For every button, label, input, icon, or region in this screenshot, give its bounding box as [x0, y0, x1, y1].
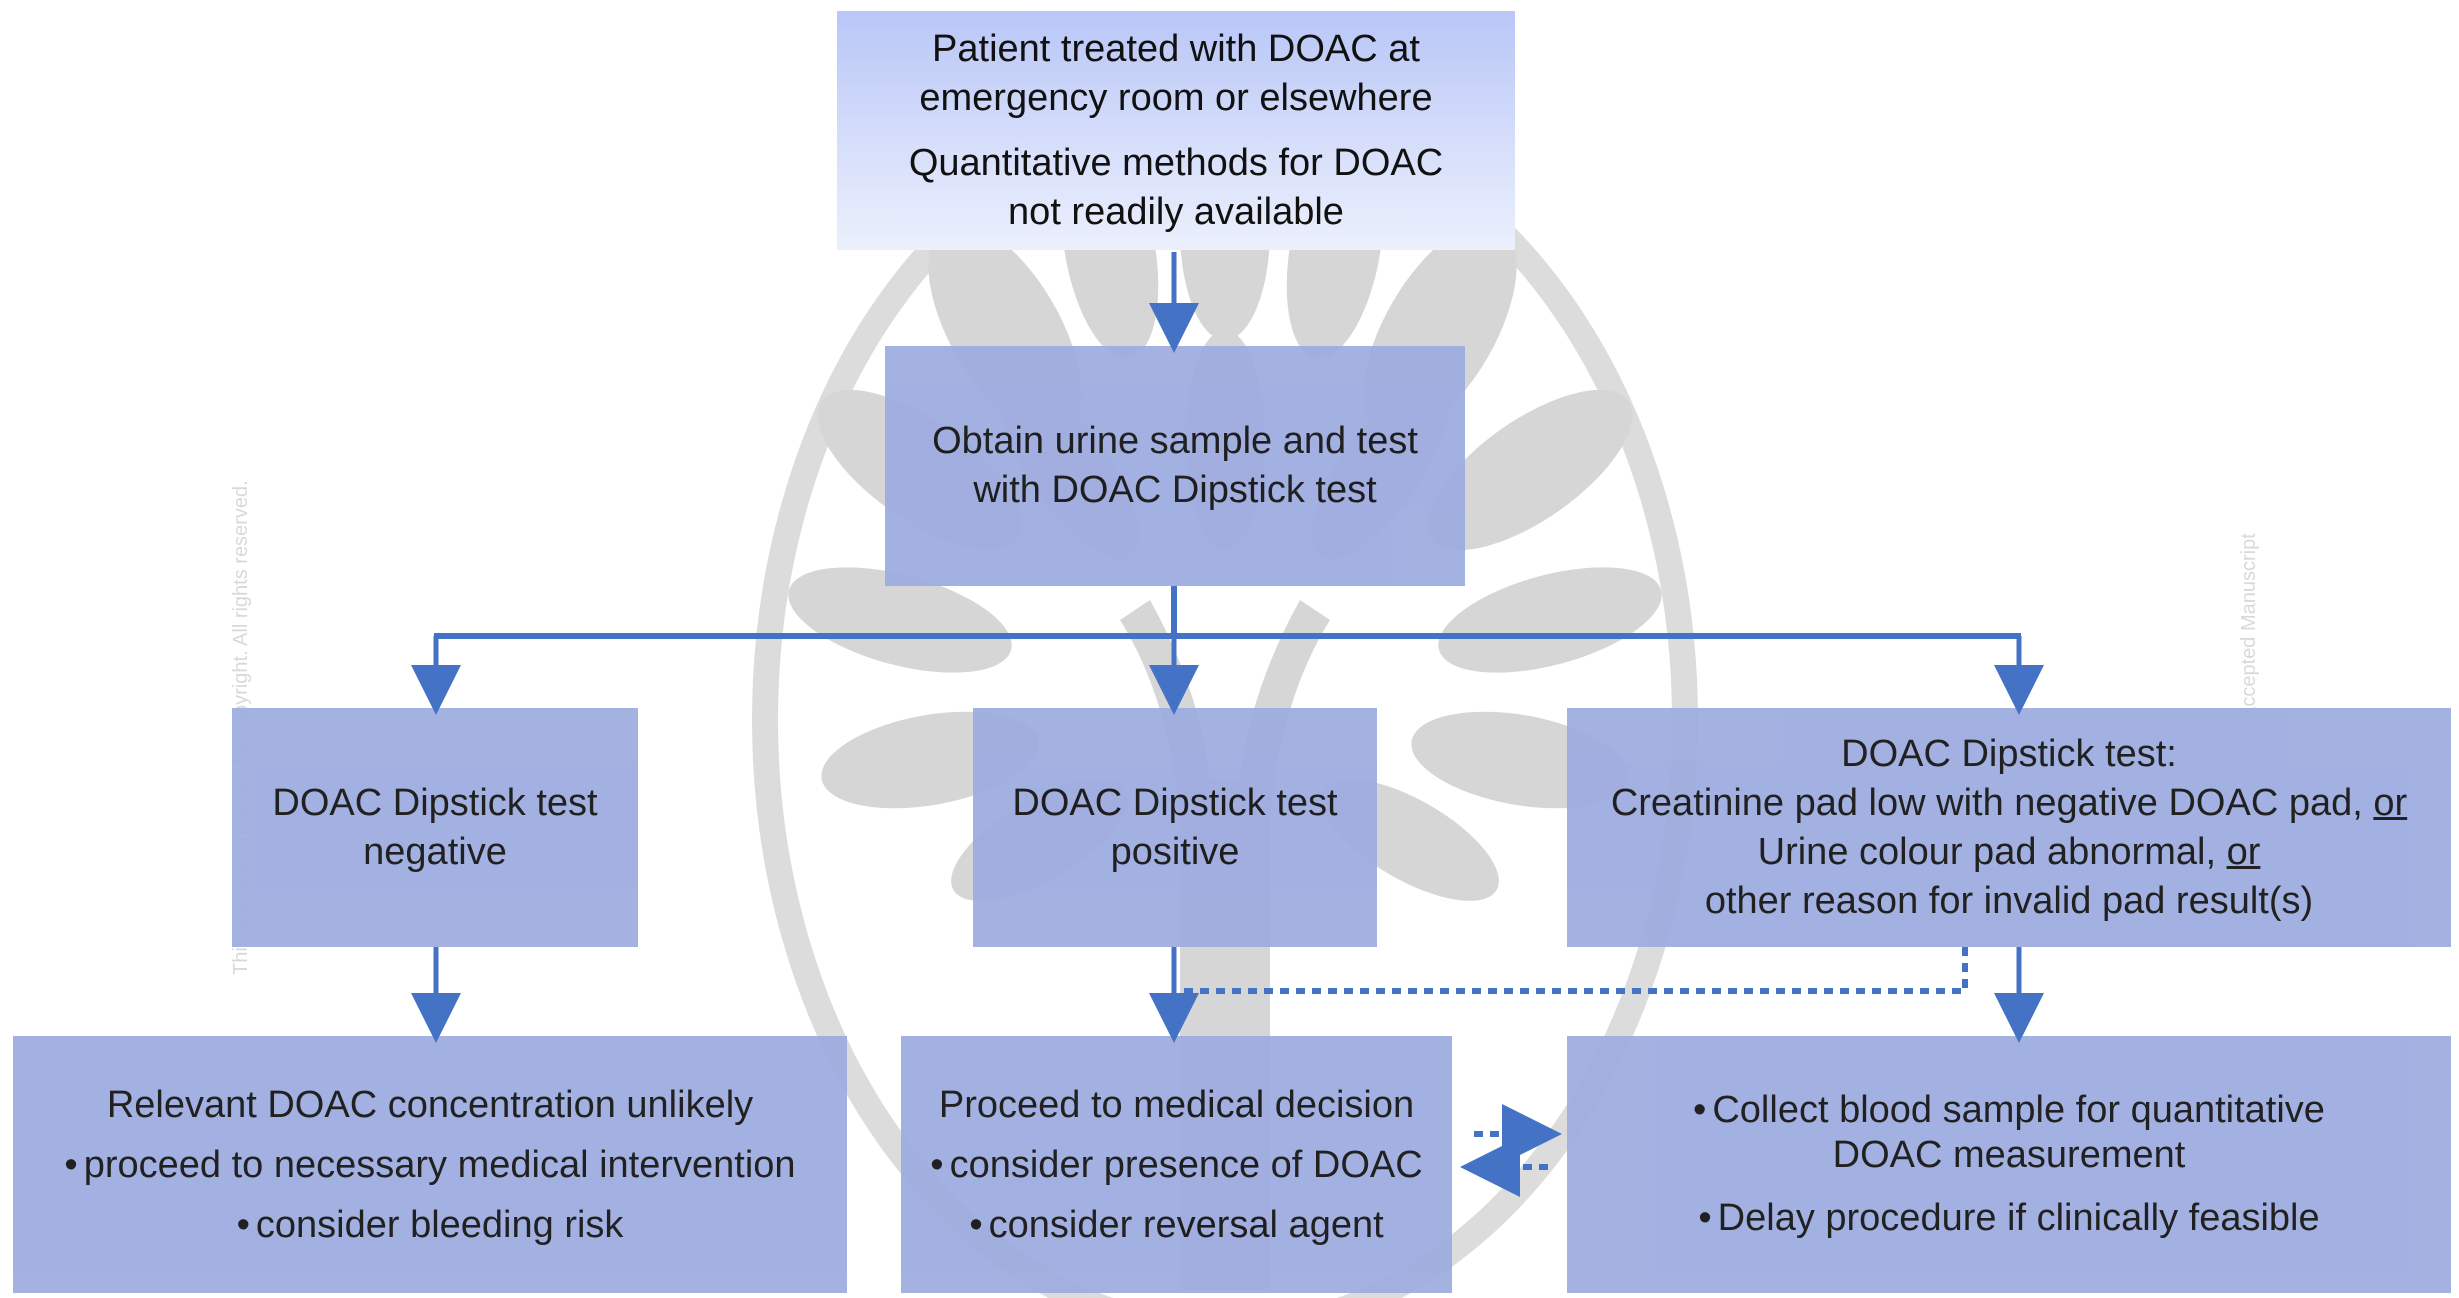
negative-line-2: negative [363, 830, 507, 873]
invalid-line-3-or: or [2226, 830, 2261, 873]
start-line-1: Patient treated with DOAC at [932, 27, 1420, 70]
invalid-line-3-text: Urine colour pad abnormal, [1757, 830, 2227, 873]
decision-bullet-1: consider presence of DOAC [930, 1135, 1423, 1195]
urine-test-box: Obtain urine sample and test with DOAC D… [885, 346, 1465, 586]
invalid-line-1: DOAC Dipstick test: [1841, 732, 2177, 775]
negative-result-box: DOAC Dipstick test negative [232, 708, 638, 947]
dotted-link-invalid-to-decision [1180, 947, 1968, 994]
invalid-line-2-or: or [2373, 781, 2408, 824]
blood-bullet-1-line-1: Collect blood sample for quantitative [1693, 1088, 2325, 1133]
invalid-line-2: Creatinine pad low with negative DOAC pa… [1611, 779, 2407, 828]
invalid-line-4: other reason for invalid pad result(s) [1704, 879, 2314, 922]
decision-bullet-2: consider reversal agent [969, 1195, 1384, 1255]
start-box: Patient treated with DOAC at emergency r… [837, 11, 1515, 250]
negative-line-1: DOAC Dipstick test [272, 781, 598, 824]
start-line-4: not readily available [1008, 190, 1344, 233]
invalid-line-3: Urine colour pad abnormal, or [1758, 828, 2261, 877]
invalid-line-2-text: Creatinine pad low with negative DOAC pa… [1610, 781, 2374, 824]
unlikely-bullet-1: proceed to necessary medical interventio… [64, 1135, 796, 1195]
start-line-2: emergency room or elsewhere [919, 76, 1433, 119]
positive-line-2: positive [1110, 830, 1240, 873]
blood-bullet-2: Delay procedure if clinically feasible [1698, 1196, 2320, 1241]
dcoac-unlikely-box: Relevant DOAC concentration unlikely pro… [13, 1036, 847, 1293]
blood-bullet-1-line-2: DOAC measurement [1832, 1134, 2186, 1176]
medical-decision-box: Proceed to medical decision consider pre… [901, 1036, 1452, 1293]
urine-line-2: with DOAC Dipstick test [973, 469, 1377, 511]
positive-line-1: DOAC Dipstick test [1012, 781, 1338, 824]
positive-result-box: DOAC Dipstick test positive [973, 708, 1377, 947]
urine-line-1: Obtain urine sample and test [932, 420, 1418, 462]
decision-heading: Proceed to medical decision [938, 1083, 1415, 1126]
unlikely-heading: Relevant DOAC concentration unlikely [106, 1083, 754, 1126]
blood-sample-box: Collect blood sample for quantitative DO… [1567, 1036, 2451, 1293]
unlikely-bullet-2: consider bleeding risk [237, 1195, 624, 1255]
start-line-3: Quantitative methods for DOAC [908, 141, 1444, 184]
invalid-result-box: DOAC Dipstick test: Creatinine pad low w… [1567, 708, 2451, 947]
